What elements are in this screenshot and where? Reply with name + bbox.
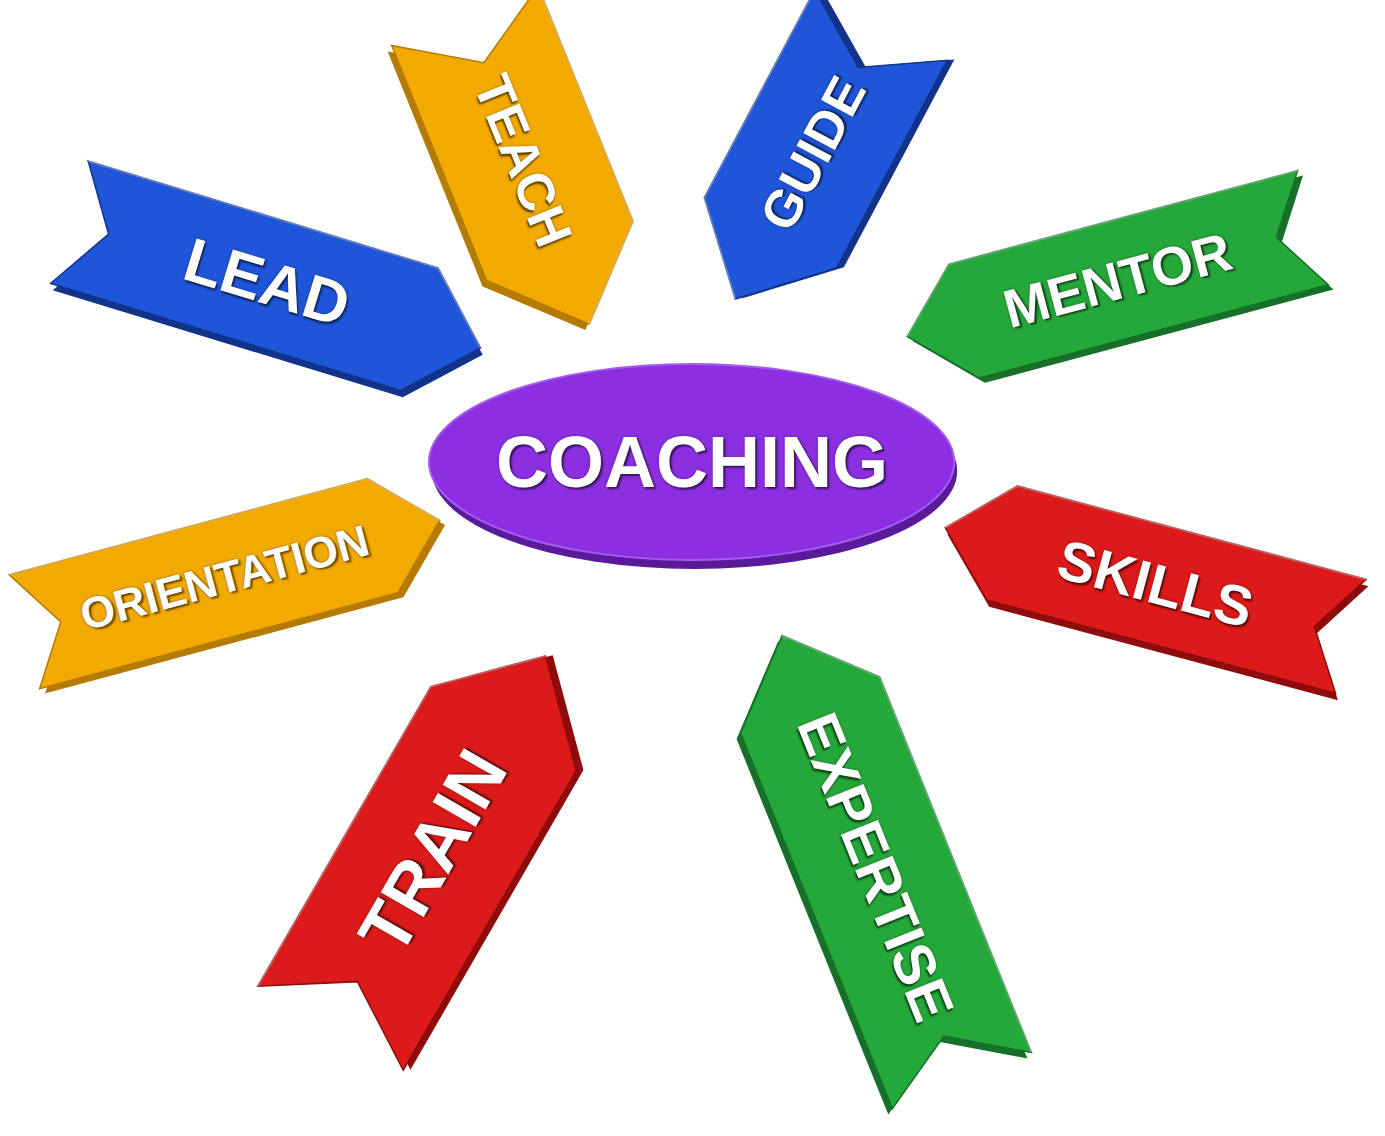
arrow-shape: MENTOR	[892, 171, 1328, 394]
arrow-face	[713, 607, 1032, 1108]
arrow-shape: LEAD	[51, 161, 500, 409]
arrow-face	[258, 614, 618, 1070]
center-ellipse: COACHING	[427, 362, 956, 562]
arrow-shape: ORIENTATION	[9, 463, 455, 688]
arrow-shape: TRAIN	[258, 614, 618, 1070]
arrow-highlight	[258, 614, 546, 1028]
arrow-shape: SKILLS	[930, 471, 1366, 694]
node-label: COACHING	[496, 426, 888, 498]
arrow-face	[930, 471, 1366, 694]
arrow-highlight	[782, 607, 1031, 1080]
arrow-face	[9, 463, 455, 688]
arrow-highlight	[945, 471, 1366, 637]
arrow-highlight	[69, 161, 499, 348]
arrow-face	[669, 0, 947, 334]
ellipse-face	[429, 364, 954, 560]
arrow-face	[892, 171, 1328, 394]
arrow-shape: GUIDE	[669, 0, 947, 334]
arrow-highlight	[669, 0, 881, 299]
arrow-shape: EXPERTISE	[713, 607, 1032, 1108]
arrow-highlight	[9, 463, 440, 631]
arrow-highlight	[892, 171, 1313, 337]
arrow-highlight	[465, 0, 663, 324]
arrow-face	[51, 161, 500, 409]
